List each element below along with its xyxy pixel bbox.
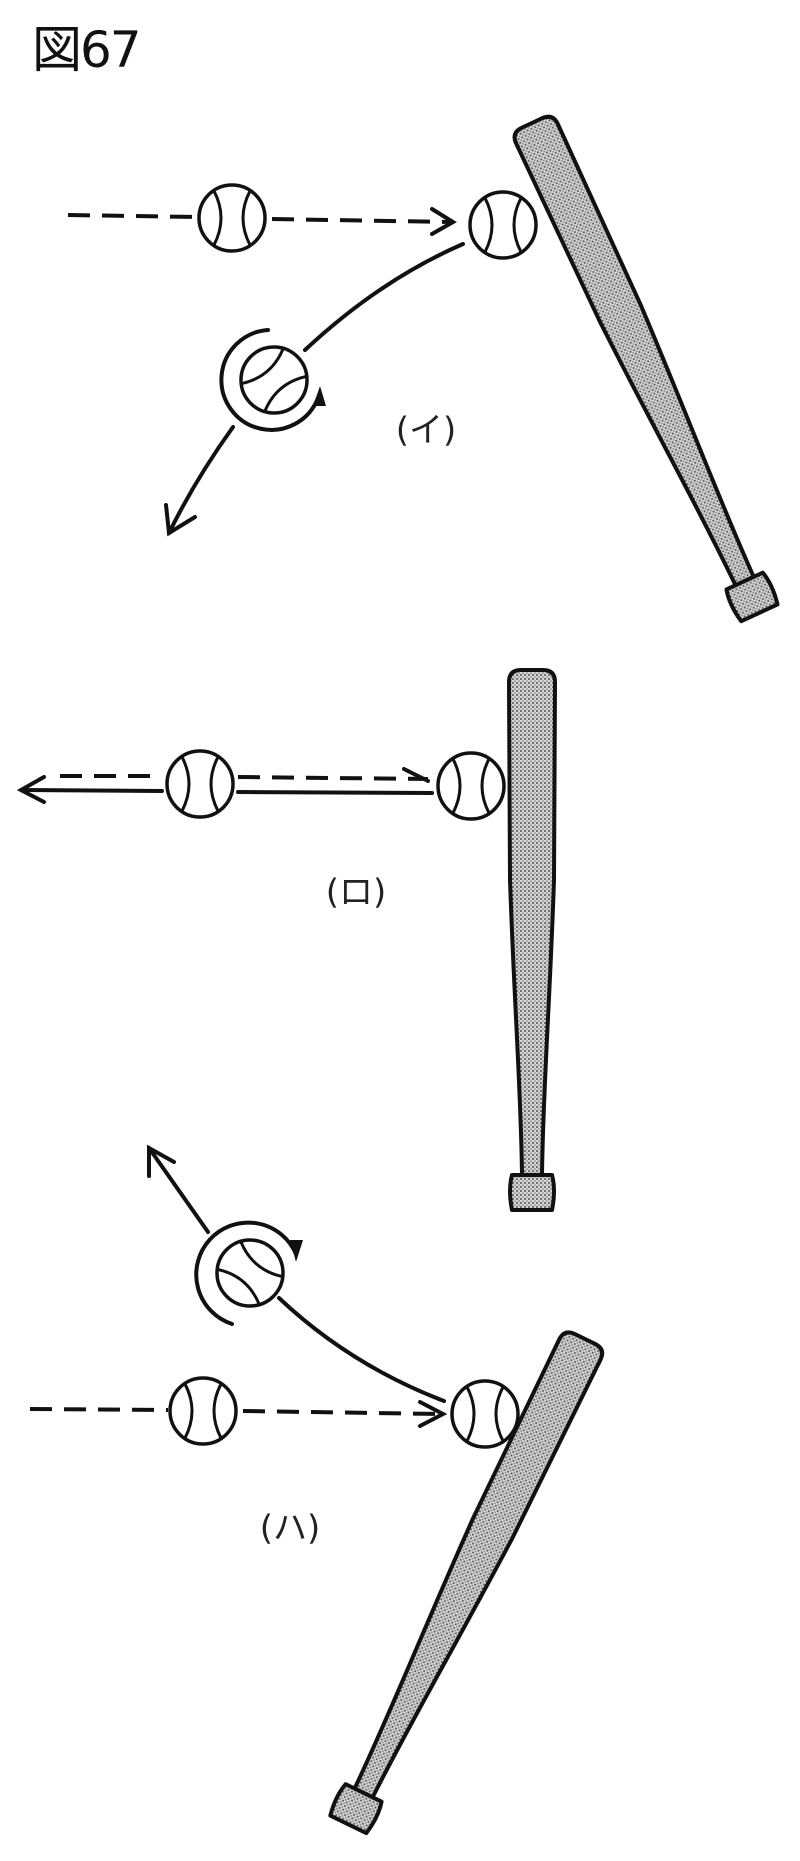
- panel-label-ro: (ロ): [325, 872, 387, 913]
- panel-label-i: (イ): [395, 410, 457, 451]
- incoming-path-dashed: [237, 775, 429, 781]
- baseball-contact: [468, 190, 538, 260]
- arrowhead-icon: [430, 207, 457, 236]
- incoming-path-dashed: [271, 217, 451, 224]
- rebound-path: [303, 242, 465, 352]
- return-path: [20, 788, 164, 793]
- arrowhead-icon: [16, 775, 46, 804]
- baseball-incoming: [168, 1376, 238, 1446]
- arrowhead-icon: [147, 1144, 176, 1178]
- baseball-spinning: [215, 1238, 285, 1308]
- baseball-incoming: [197, 183, 267, 253]
- panel-ha: [29, 1144, 606, 1834]
- spin-arrowhead-icon: [313, 386, 326, 406]
- baseball-contact: [436, 751, 506, 821]
- baseball-bat: [507, 668, 557, 1212]
- incoming-path-dashed: [242, 1409, 441, 1416]
- baseball-bat: [509, 111, 783, 625]
- figure-title: 図67: [32, 21, 142, 79]
- baseball-incoming: [165, 749, 235, 819]
- baseball-spinning: [239, 345, 309, 415]
- arrowhead-icon: [164, 503, 197, 537]
- incoming-path-dashed: [67, 213, 199, 219]
- return-path: [236, 790, 434, 795]
- baseball-contact: [450, 1379, 520, 1449]
- arrowhead-icon: [418, 1400, 448, 1428]
- rebound-path: [277, 1296, 446, 1403]
- deflect-arrow: [147, 1146, 210, 1234]
- incoming-path-dashed: [29, 1407, 169, 1412]
- spin-arrow-icon: [194, 1220, 298, 1326]
- panel-i: [67, 111, 783, 625]
- spin-arrowhead-icon: [290, 1240, 303, 1262]
- arrowhead-icon: [402, 767, 430, 783]
- deflect-arrow: [167, 425, 235, 535]
- panel-label-ha: (ハ): [259, 1508, 321, 1549]
- panel-ro: [16, 668, 557, 1212]
- spin-arrow-icon: [219, 328, 320, 432]
